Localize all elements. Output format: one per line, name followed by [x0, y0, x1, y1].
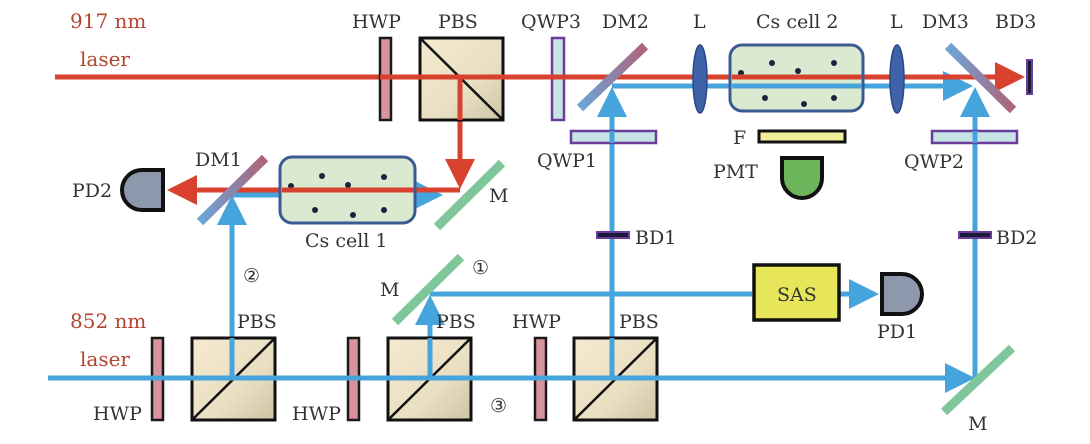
laser-917-label: 917 nm [70, 9, 146, 33]
label-cs-cell-2: Cs cell 2 [756, 11, 839, 33]
pd2-detector[interactable] [120, 168, 165, 212]
dm1[interactable] [196, 154, 269, 226]
pd1-detector[interactable] [880, 272, 924, 316]
label-mirror-upper: M [489, 185, 508, 207]
label-qwp2: QWP2 [904, 151, 964, 173]
label-dm3: DM3 [922, 11, 969, 33]
label-pbs-bottom-2: PBS [436, 311, 476, 333]
label-hwp-bottom-mid: HWP [512, 311, 561, 333]
mirror-m-mid[interactable] [391, 253, 465, 326]
label-lens-right: L [890, 11, 903, 33]
mirror-m-bottom-right[interactable] [940, 344, 1016, 416]
laser-852-label-2: laser [80, 347, 130, 371]
label-sas[interactable]: SAS [777, 284, 817, 306]
red-beam-overlay [282, 74, 862, 193]
blue-beam-overlay [48, 83, 978, 381]
label-dm2: DM2 [602, 11, 649, 33]
label-pd1: PD1 [877, 321, 917, 343]
pmt-detector[interactable] [780, 156, 824, 200]
filter-f[interactable] [757, 129, 847, 144]
cs-atoms-cell2 [738, 60, 837, 107]
label-hwp-bottom-1: HWP [93, 403, 142, 425]
label-mirror-mid: M [380, 279, 399, 301]
laser-852-label: 852 nm [70, 309, 146, 333]
lens-left[interactable] [692, 44, 708, 114]
dm3[interactable] [944, 42, 1017, 114]
lens-right[interactable] [889, 44, 905, 114]
label-bd3: BD3 [995, 11, 1036, 33]
label-qwp1: QWP1 [537, 150, 597, 172]
label-pbs-top: PBS [438, 11, 478, 33]
label-path-2: ② [243, 265, 260, 287]
label-bd2: BD2 [996, 227, 1037, 249]
label-bd1: BD1 [635, 227, 676, 249]
label-pd2: PD2 [72, 180, 112, 202]
sas-box[interactable] [752, 263, 841, 322]
laser-917-label-2: laser [80, 47, 130, 71]
label-filter: F [733, 127, 746, 149]
label-hwp-bottom-2: HWP [292, 403, 341, 425]
label-path-3: ③ [490, 395, 507, 417]
beam-dump-bd3[interactable] [1026, 59, 1033, 95]
label-mirror-bottom-right: M [968, 413, 987, 435]
label-lens-left: L [693, 11, 706, 33]
beam-dump-bd1[interactable] [596, 231, 630, 239]
label-dm1: DM1 [195, 149, 242, 171]
label-hwp-top: HWP [352, 11, 401, 33]
label-qwp3: QWP3 [521, 11, 581, 33]
dm2[interactable] [576, 42, 649, 112]
label-pmt: PMT [713, 161, 758, 183]
mirror-m-upper[interactable] [433, 159, 506, 231]
label-pbs-bottom-1: PBS [237, 311, 277, 333]
beam-dump-bd2[interactable] [958, 231, 992, 239]
label-pbs-bottom-3: PBS [619, 311, 659, 333]
red-beam-paths [55, 62, 1025, 205]
label-cs-cell-1: Cs cell 1 [305, 230, 388, 252]
label-path-1: ① [472, 257, 489, 279]
